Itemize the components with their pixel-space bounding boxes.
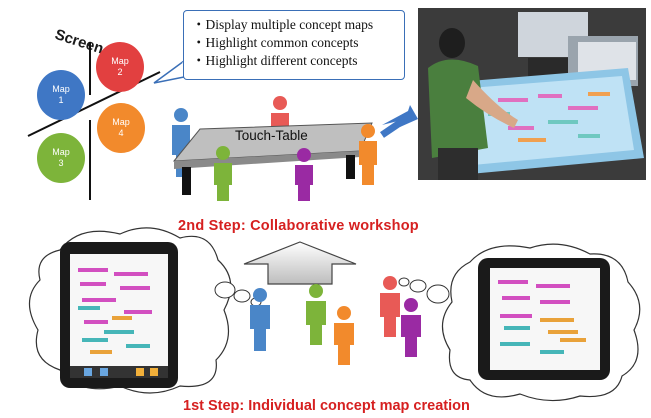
callout-line-2: ・Highlight common concepts — [192, 35, 359, 50]
person-red — [380, 276, 400, 337]
map-1-num: 1 — [58, 95, 64, 105]
person-blue — [250, 288, 270, 351]
left-thought-cloud — [28, 227, 262, 394]
step1-label: 1st Step: Individual concept map creatio… — [183, 398, 470, 414]
touch-table-photo — [418, 8, 646, 180]
up-arrow — [243, 241, 357, 285]
right-thought-cloud — [398, 243, 641, 402]
map-2-label: Map — [111, 56, 129, 66]
map-2-num: 2 — [117, 67, 123, 77]
person-green-front — [214, 146, 232, 201]
person-orange-side — [359, 124, 377, 185]
screen-divider-lines — [27, 42, 161, 200]
map-3-num: 3 — [58, 158, 64, 168]
callout-line-1: ・Display multiple concept maps — [192, 17, 374, 32]
person-orange — [334, 306, 354, 365]
map-4: Map 4 — [97, 103, 145, 153]
callout-line-3: ・Highlight different concepts — [192, 53, 358, 68]
feature-callout: ・Display multiple concept maps ・Highligh… — [183, 10, 405, 80]
touch-table-label: Touch-Table — [235, 128, 308, 143]
arrow-to-photo — [382, 105, 418, 127]
touch-table-photo-drawing — [418, 8, 646, 180]
person-green — [306, 284, 326, 345]
person-purple — [401, 298, 421, 357]
table-leg — [182, 167, 191, 195]
individual-people — [250, 276, 421, 365]
map-1: Map 1 — [37, 70, 85, 120]
step2-label: 2nd Step: Collaborative workshop — [178, 218, 419, 234]
touch-table-scene — [172, 96, 418, 201]
map-4-label: Map — [112, 117, 130, 127]
map-4-num: 4 — [118, 128, 124, 138]
map-1-label: Map — [52, 84, 70, 94]
map-3: Map 3 — [37, 133, 85, 183]
map-2: Map 2 — [96, 42, 144, 92]
table-leg — [346, 155, 355, 179]
person-purple-front — [295, 148, 313, 201]
map-3-label: Map — [52, 147, 70, 157]
